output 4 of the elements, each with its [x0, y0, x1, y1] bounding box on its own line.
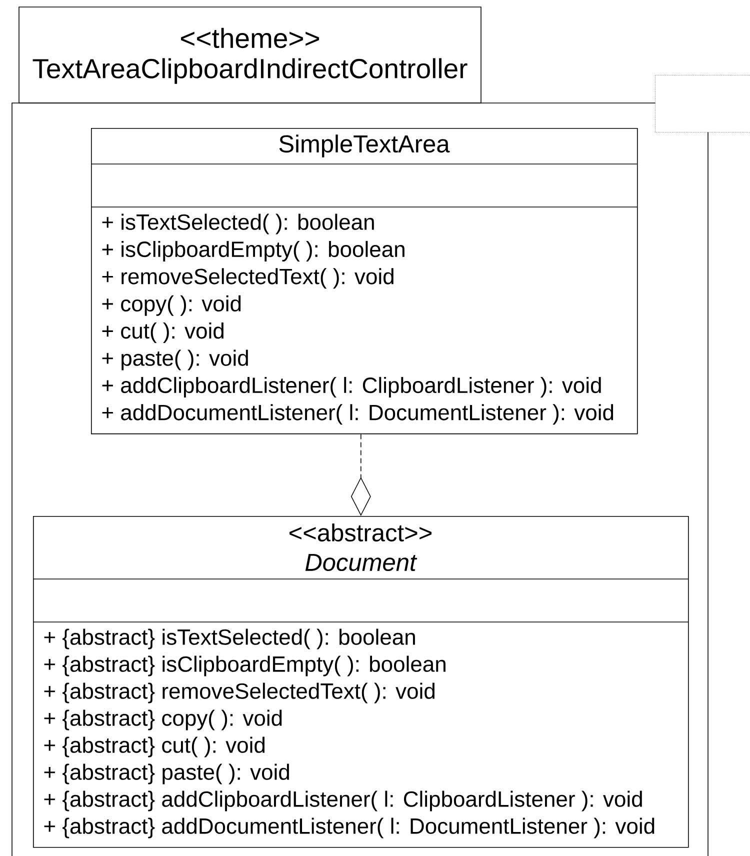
class-box: SimpleTextArea + isTextSelected( ): boolean + isClipboardEmpty( ): boolean + removeSelectedText( ): void + copy( ): void + cut( ): void + paste( ): void + addClipboardListener( l: ClipboardListener ): void + addDocumentListener( l: DocumentListener ): void	[90, 128, 638, 434]
class-box: <<abstract>> Document + {abstract} isTextSelected( ): boolean + {abstract} isClipboardEmpty( ): boolean + {abstract} removeSelectedText( ): void + {abstract} copy( ): void + {abstract} cut( ): void + {abstract} paste( ): void + {abstract} addClipboardListener( l: ClipboardListener ): void + {abstract} addDocumentListener( l: DocumentListener ): void	[32, 516, 689, 848]
aggregation-connector	[350, 434, 371, 516]
template-box	[655, 75, 750, 132]
